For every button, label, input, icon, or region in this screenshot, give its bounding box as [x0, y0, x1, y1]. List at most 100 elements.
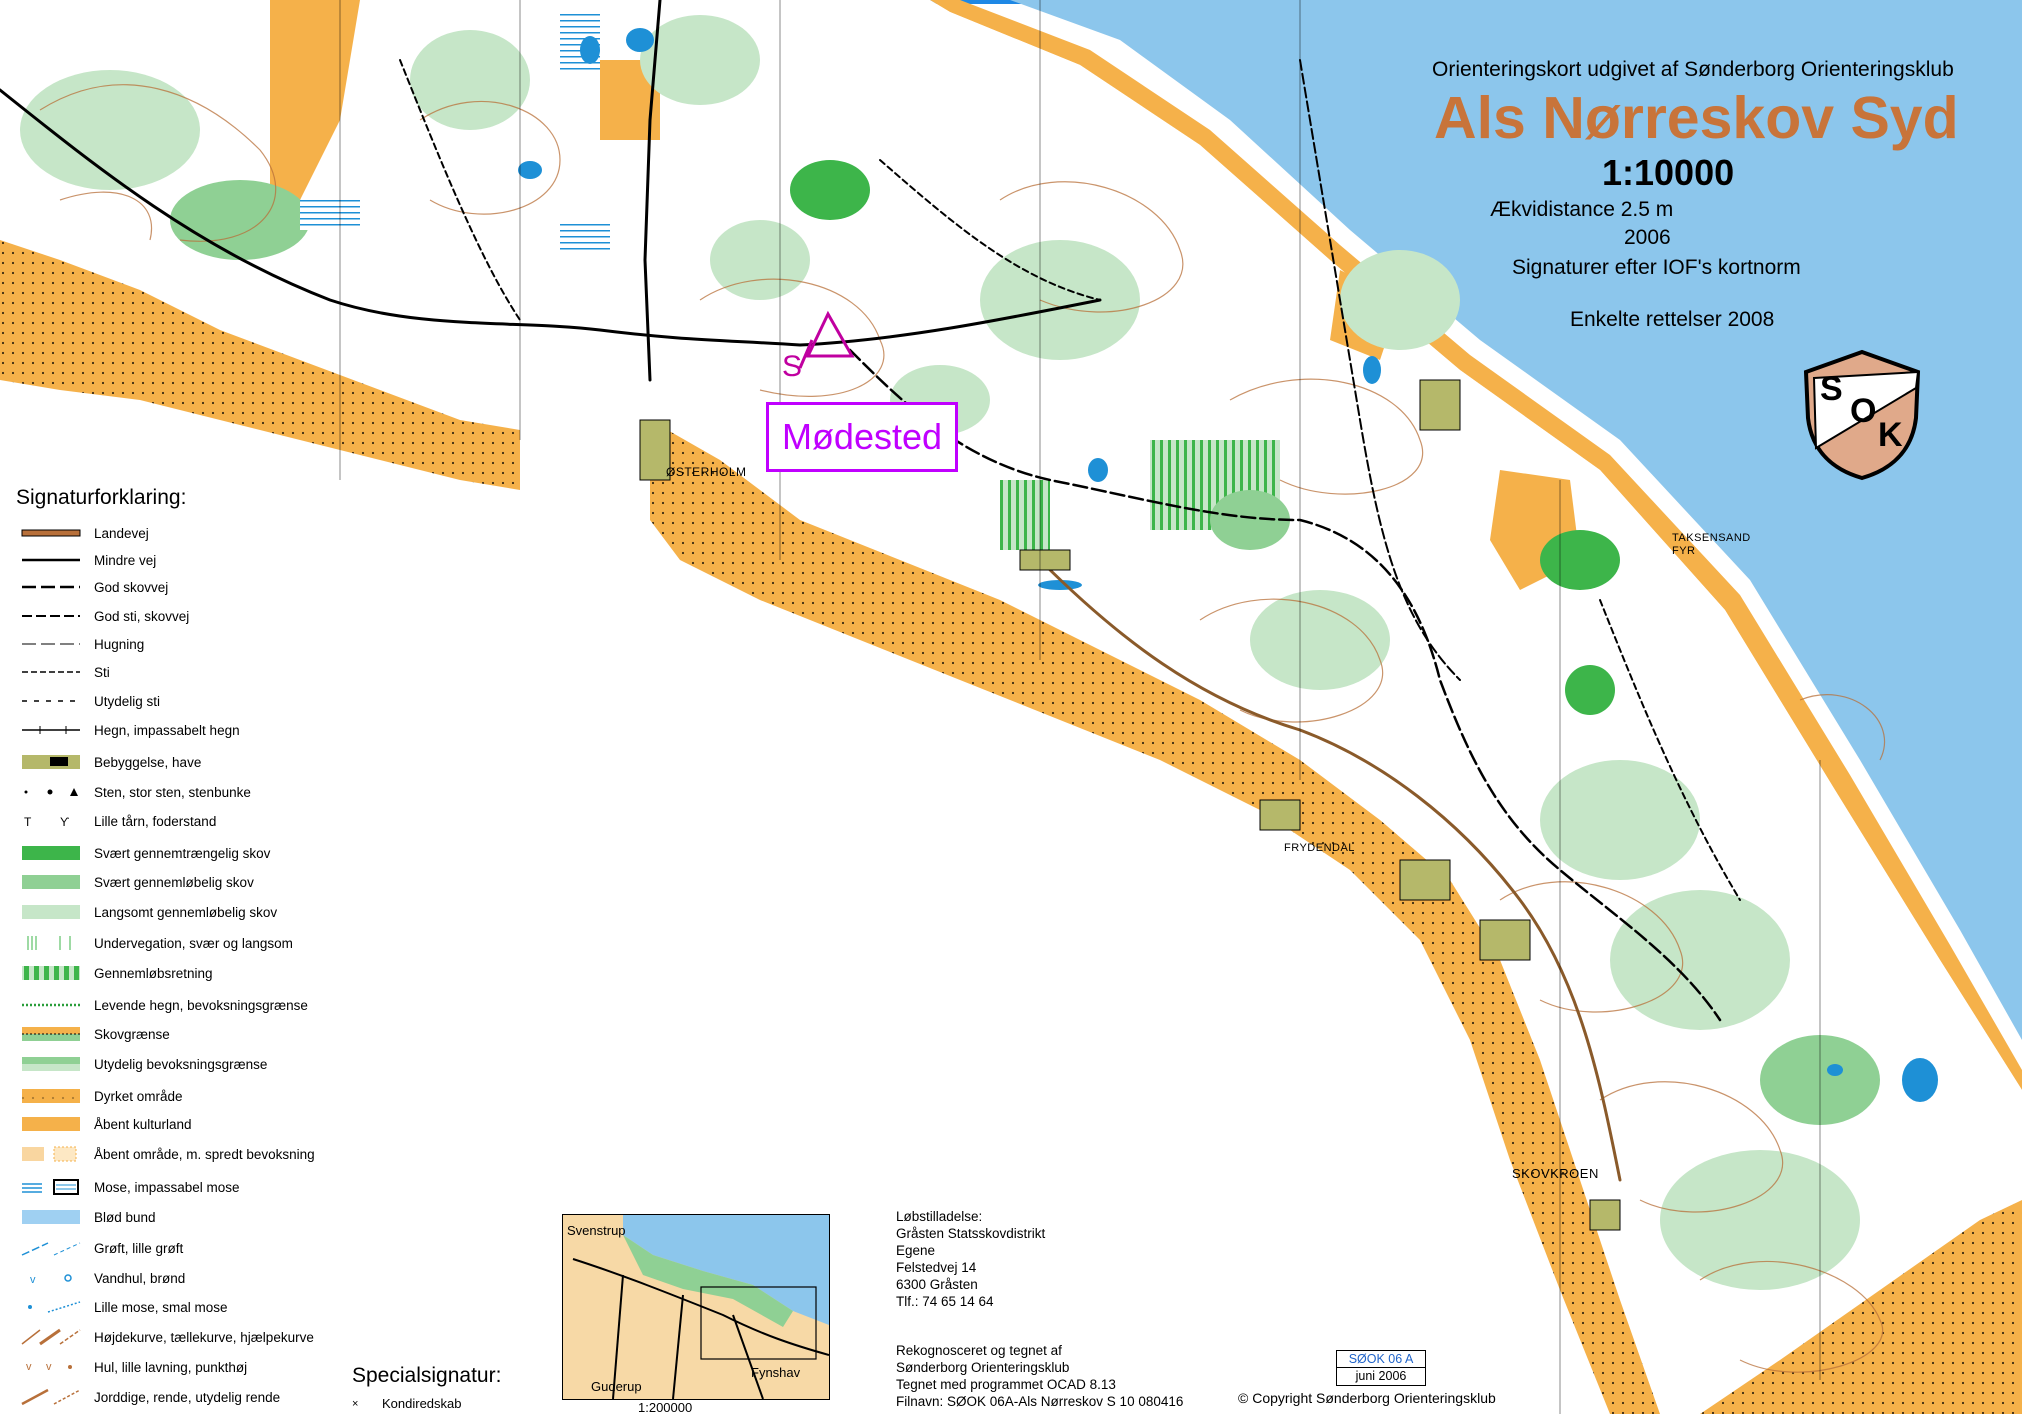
legend-item-label: Landevej: [94, 525, 149, 541]
place-taksensand-line2: FYR: [1672, 545, 1696, 557]
legend-symbol-icon: [22, 585, 80, 589]
legend-symbol-icon: [22, 755, 80, 769]
legend-item: Dyrket område: [20, 1085, 183, 1107]
legend-item-label: Svært gennemtrængelig skov: [94, 845, 271, 861]
svg-text:v: v: [26, 1361, 32, 1373]
legend-symbol-icon: [24, 788, 78, 796]
place-osterholm: ØSTERHOLM: [666, 465, 747, 479]
permit-line: Løbstilladelse:: [896, 1209, 983, 1224]
permit-line: Gråsten Statsskovdistrikt: [896, 1226, 1046, 1241]
permit-line: Felstedvej 14: [896, 1260, 977, 1275]
sea-area: [960, 0, 2022, 1040]
svg-text:v: v: [46, 1361, 52, 1373]
legend-symbol-icon: [22, 726, 80, 734]
legend-symbol-icon: [22, 615, 80, 617]
svg-text:ϒ: ϒ: [60, 815, 70, 829]
legend-item: Blød bund: [20, 1206, 156, 1228]
legend-symbol-icon: [22, 1179, 79, 1195]
legend-item: God sti, skovvej: [20, 605, 189, 627]
top-accent-bar: [0, 0, 2022, 4]
legend-symbol-icon: [22, 846, 80, 860]
legend-item-label: Hegn, impassabelt hegn: [94, 722, 240, 738]
permit-info: Løbstilladelse: Gråsten Statsskovdistrikt…: [896, 1208, 1045, 1310]
legend-item-label: Undervegation, svær og langsom: [94, 935, 293, 951]
legend-item-label: Lille mose, smal mose: [94, 1299, 228, 1315]
svg-text:v: v: [30, 1274, 36, 1286]
legend-item-label: Levende hegn, bevoksningsgrænse: [94, 997, 308, 1013]
logo-letter-s: S: [1820, 370, 1843, 408]
place-frydendal: FRYDENDAL: [1284, 842, 1355, 854]
legend-item-label: Sten, stor sten, stenbunke: [94, 784, 251, 800]
contour-interval: Ækvidistance 2.5 m: [1490, 198, 1674, 221]
cultivated-south: [650, 420, 1660, 1414]
open-land-n2: [600, 60, 660, 140]
inset-town-guderup: Guderup: [591, 1379, 642, 1394]
meeting-point-label: Mødested: [766, 402, 958, 472]
map-scale: 1:10000: [1602, 152, 1735, 193]
copyright-notice: © Copyright Sønderborg Orienteringsklub: [1238, 1390, 1496, 1406]
legend-item: Mindre vej: [20, 549, 156, 571]
legend-item: Åbent område, m. spredt bevoksning: [20, 1143, 315, 1165]
permit-line: 6300 Gråsten: [896, 1277, 978, 1292]
legend-title: Signaturforklaring:: [16, 486, 187, 509]
map-title: Als Nørreskov Syd: [1434, 85, 1959, 151]
legend-symbol-icon: [28, 1301, 81, 1313]
logo-letter-o: O: [1850, 392, 1876, 430]
legend-symbol-icon: [22, 905, 80, 919]
legend-symbol-icon: [22, 1117, 80, 1131]
legend-item-label: Hul, lille lavning, punkthøj: [94, 1359, 248, 1375]
legend-item: Hegn, impassabelt hegn: [20, 719, 240, 741]
legend-item: Utydelig sti: [20, 690, 160, 712]
map-reference-code: SØOK 06 A: [1337, 1351, 1425, 1368]
legend-item-label: Grøft, lille grøft: [94, 1240, 184, 1256]
survey-line: Rekognosceret og tegnet af: [896, 1343, 1062, 1358]
legend-symbol-icon: [27, 936, 71, 950]
legend-symbol-icon: [22, 700, 80, 702]
cultivated-se: [1700, 1200, 2022, 1414]
legend-item: Svært gennemløbelig skov: [20, 871, 254, 893]
svg-text:T: T: [24, 815, 32, 829]
revision-note: Enkelte rettelser 2008: [1570, 308, 1775, 331]
legend-item-label: Vandhul, brønd: [94, 1270, 186, 1286]
map-reference-date: juni 2006: [1355, 1369, 1407, 1383]
sok-club-logo: S O K: [1803, 349, 1921, 481]
legend-item-label: Åbent kulturland: [94, 1116, 192, 1132]
cultivated-sw: [0, 240, 520, 490]
survey-line: Filnavn: SØOK 06A-Als Nørreskov S 10 080…: [896, 1394, 1184, 1409]
legend-item: God skovvej: [20, 576, 168, 598]
legend-symbol-icon: [22, 1057, 80, 1071]
survey-line: Sønderborg Orienteringsklub: [896, 1360, 1070, 1375]
start-marker-label: S: [782, 350, 803, 383]
legend-item-label: Gennemløbsretning: [94, 965, 213, 981]
map-year: 2006: [1624, 226, 1671, 249]
overview-inset-map: Svenstrup Guderup Fynshav: [562, 1214, 830, 1400]
legend-item-label: Svært gennemløbelig skov: [94, 874, 254, 890]
legend-item: Jorddige, rende, utydelig rende: [20, 1386, 280, 1408]
legend-symbol-icon: [22, 643, 80, 645]
inset-scale: 1:200000: [638, 1400, 693, 1414]
inset-graphic: [572, 1215, 829, 1399]
legend-item-label: Hugning: [94, 636, 145, 652]
legend-item: Skovgrænse: [20, 1023, 170, 1045]
legend-item-label: Langsomt gennemløbelig skov: [94, 904, 278, 920]
legend-item-label: Højdekurve, tællekurve, hjælpekurve: [94, 1329, 314, 1345]
inset-town-fynshav: Fynshav: [751, 1365, 801, 1380]
legend-item-label: Sti: [94, 664, 110, 680]
legend-symbol-icon: [21, 1328, 81, 1346]
legend-item: Sten, stor sten, stenbunke: [20, 781, 251, 803]
legend-symbol-icon: [22, 875, 80, 889]
legend-item-label: Lille tårn, foderstand: [94, 813, 217, 829]
legend-symbol-icon: [22, 558, 80, 562]
place-taksensand-line1: TAKSENSAND: [1672, 532, 1751, 544]
legend-symbol-icon: [21, 1242, 81, 1256]
legend-item-label: God skovvej: [94, 579, 169, 595]
legend-item: Grøft, lille grøft: [20, 1237, 183, 1259]
survey-info: Rekognosceret og tegnet af Sønderborg Ori…: [896, 1342, 1183, 1410]
survey-line: Tegnet med programmet OCAD 8.13: [896, 1377, 1116, 1392]
legend-item: Svært gennemtrængelig skov: [20, 842, 270, 864]
